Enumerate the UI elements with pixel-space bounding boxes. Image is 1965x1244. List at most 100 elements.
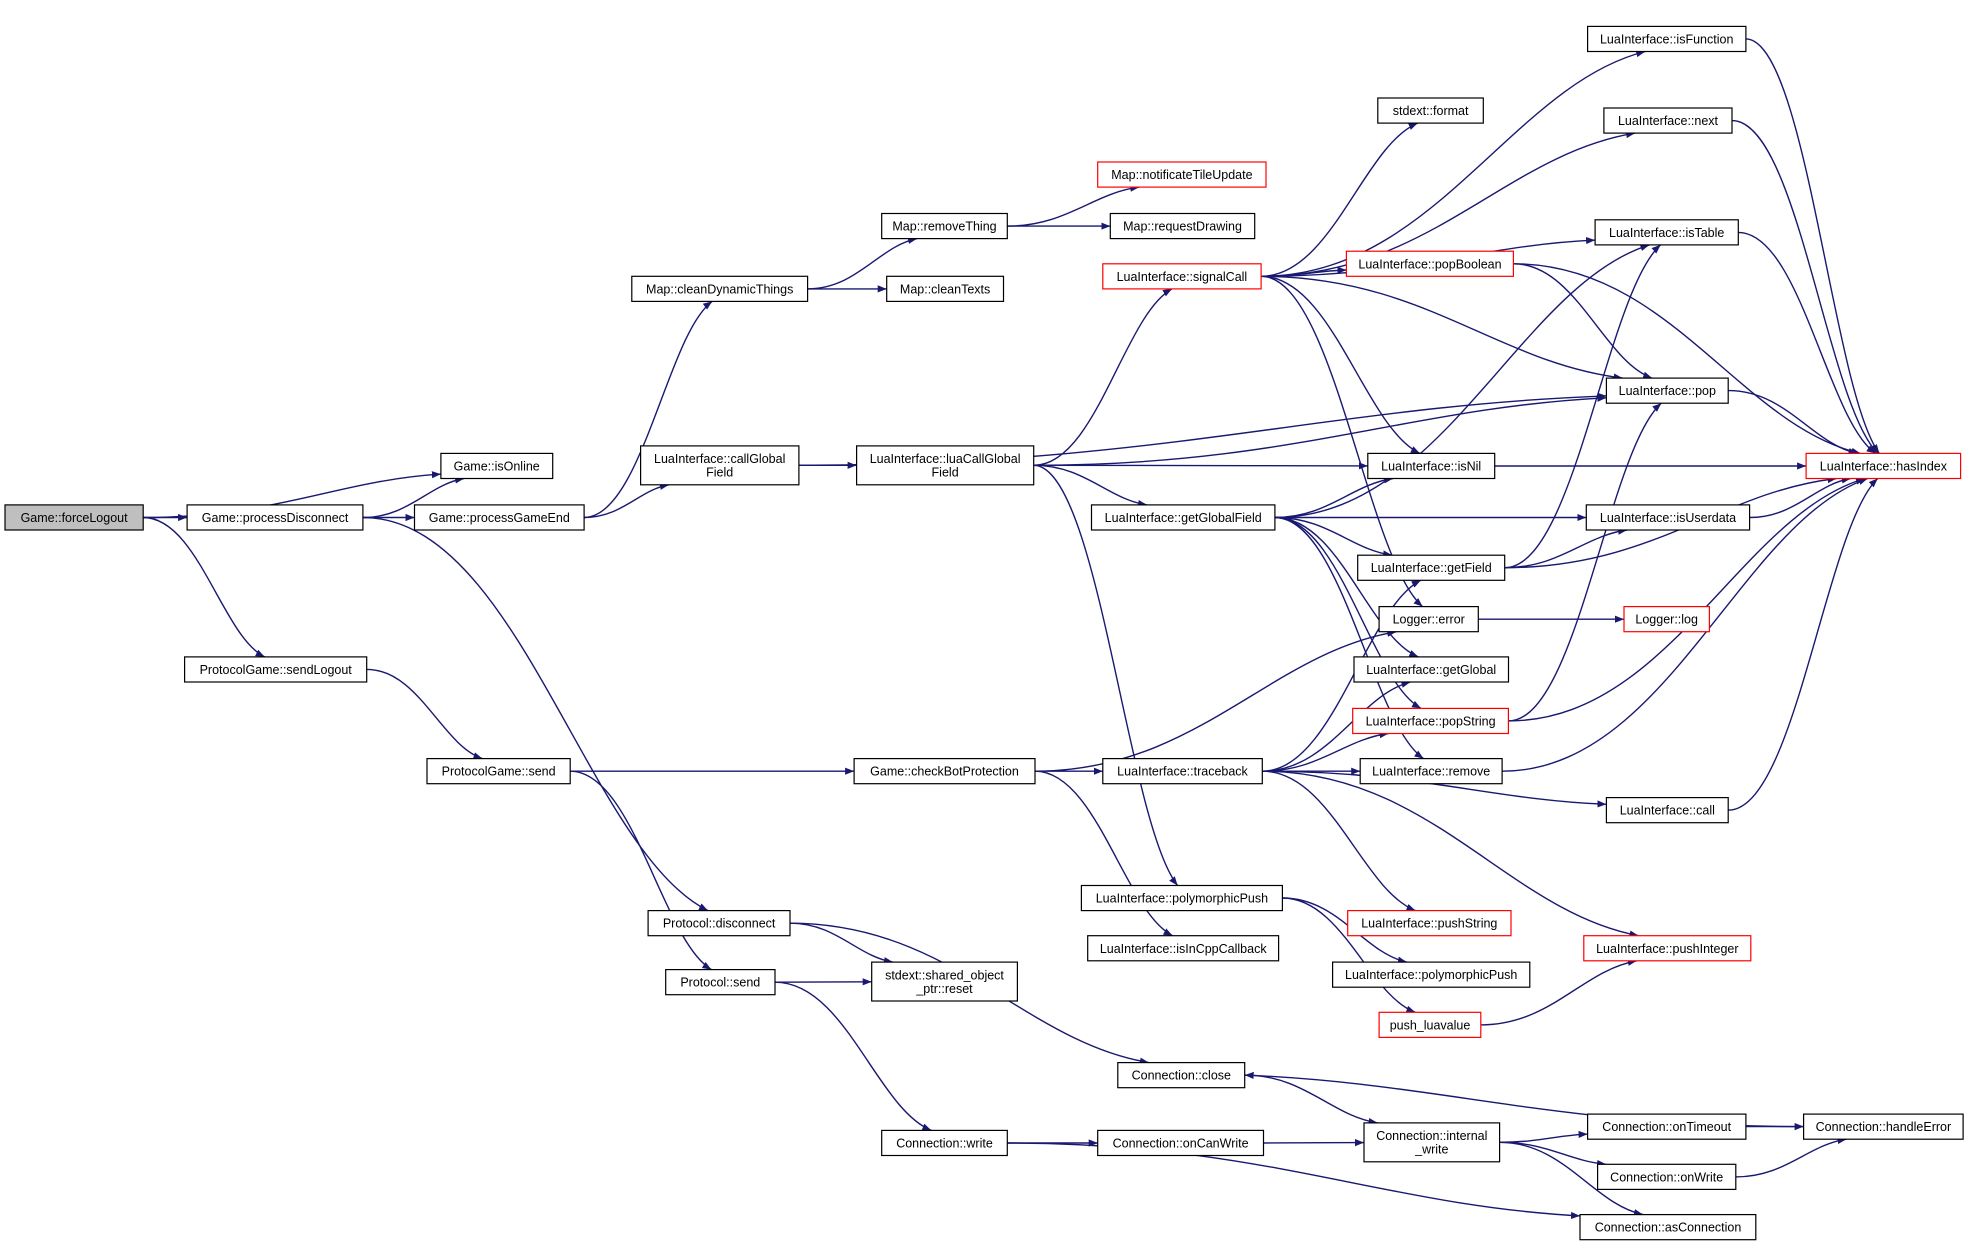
node-handleError[interactable]: Connection::handleError (1802, 1113, 1964, 1140)
edge-traceback-to-luaCall (1262, 770, 1607, 808)
node-removeThing[interactable]: Map::removeThing (881, 212, 1008, 240)
node-box (1357, 554, 1506, 581)
node-label: Map::requestDrawing (1123, 220, 1242, 234)
node-label: LuaInterface::getField (1371, 561, 1492, 575)
node-box (440, 452, 554, 480)
node-box (1080, 884, 1284, 912)
node-label: ProtocolGame::send (442, 765, 556, 779)
node-label: Connection::onCanWrite (1113, 1137, 1249, 1151)
node-sharedReset[interactable]: stdext::shared_object_ptr::reset (871, 961, 1019, 1002)
node-box (1603, 107, 1733, 134)
node-label: LuaInterface::call (1620, 804, 1715, 818)
edge-signalCall-to-isFunction (1260, 50, 1646, 277)
node-onCanWrite[interactable]: Connection::onCanWrite (1097, 1129, 1265, 1157)
node-label: Protocol::disconnect (663, 917, 776, 931)
node-box (639, 445, 800, 486)
edge-signalCall-to-luaNext (1260, 131, 1636, 277)
node-connClose[interactable]: Connection::close (1117, 1061, 1246, 1089)
node-isInCppCallback[interactable]: LuaInterface::isInCppCallback (1087, 935, 1280, 962)
node-cleanTexts[interactable]: Map::cleanTexts (886, 275, 1005, 302)
node-label: _ptr::reset (915, 982, 973, 996)
node-label: Game::processDisconnect (202, 511, 349, 525)
node-box (1378, 605, 1479, 633)
node-label: ProtocolGame::sendLogout (200, 663, 353, 677)
node-label: Game::checkBotProtection (870, 765, 1019, 779)
node-box (413, 504, 585, 531)
node-box (1605, 796, 1729, 824)
node-box (1090, 504, 1276, 531)
node-processGameEnd[interactable]: Game::processGameEnd (413, 504, 585, 531)
node-protoSend[interactable]: Protocol::send (665, 968, 776, 996)
node-box (886, 275, 1005, 302)
node-box (1097, 161, 1267, 188)
node-box (426, 757, 571, 785)
node-forceLogout[interactable]: Game::forceLogout (4, 504, 144, 531)
node-pushString[interactable]: LuaInterface::pushString (1347, 909, 1512, 937)
node-cleanDynamicThings[interactable]: Map::cleanDynamicThings (631, 275, 809, 302)
node-label: Map::cleanDynamicThings (646, 282, 793, 296)
node-label: LuaInterface::isFunction (1600, 32, 1733, 46)
node-luaNext[interactable]: LuaInterface::next (1603, 107, 1733, 134)
node-isFunction[interactable]: LuaInterface::isFunction (1586, 25, 1747, 53)
node-loggerError[interactable]: Logger::error (1378, 605, 1479, 633)
node-box (1347, 909, 1512, 937)
node-isOnline[interactable]: Game::isOnline (440, 452, 554, 480)
node-label: LuaInterface::popString (1366, 714, 1496, 728)
node-pushLuavalue[interactable]: push_luavalue (1378, 1011, 1482, 1038)
node-onTimeout[interactable]: Connection::onTimeout (1586, 1113, 1747, 1140)
node-luaRemove[interactable]: LuaInterface::remove (1359, 757, 1503, 785)
node-popString[interactable]: LuaInterface::popString (1352, 707, 1509, 735)
edge-sendLogout-to-pgSend (366, 668, 483, 760)
node-label: Connection::onWrite (1610, 1170, 1723, 1184)
node-loggerLog[interactable]: Logger::log (1623, 605, 1711, 633)
node-polymorphicPush2[interactable]: LuaInterface::polymorphicPush (1331, 961, 1531, 988)
node-polymorphicPush1[interactable]: LuaInterface::polymorphicPush (1080, 884, 1284, 912)
node-box (647, 909, 791, 937)
node-checkBotProtection[interactable]: Game::checkBotProtection (853, 757, 1036, 785)
node-pgSend[interactable]: ProtocolGame::send (426, 757, 571, 785)
node-connWrite[interactable]: Connection::write (881, 1129, 1008, 1157)
node-box (1087, 935, 1280, 962)
node-box (665, 968, 776, 996)
node-getField[interactable]: LuaInterface::getField (1357, 554, 1506, 581)
node-isUserdata[interactable]: LuaInterface::isUserdata (1585, 504, 1751, 531)
node-getGlobal[interactable]: LuaInterface::getGlobal (1353, 656, 1510, 683)
node-onWrite[interactable]: Connection::onWrite (1596, 1163, 1737, 1191)
node-label: LuaInterface::isTable (1609, 226, 1724, 240)
node-label: stdext::shared_object (885, 968, 1004, 982)
node-processDisconnect[interactable]: Game::processDisconnect (186, 504, 364, 531)
node-label: LuaInterface::polymorphicPush (1345, 968, 1517, 982)
edge-isTable-to-hasIndex (1738, 231, 1876, 454)
node-pushInteger[interactable]: LuaInterface::pushInteger (1583, 935, 1752, 962)
node-box (184, 656, 368, 683)
node-requestDrawing[interactable]: Map::requestDrawing (1109, 212, 1256, 240)
node-hasIndex[interactable]: LuaInterface::hasIndex (1805, 452, 1962, 480)
node-popBoolean[interactable]: LuaInterface::popBoolean (1345, 250, 1515, 277)
node-traceback[interactable]: LuaInterface::traceback (1102, 757, 1263, 785)
edge-removeThing-to-notificateTileUpdate (1007, 184, 1140, 227)
node-label: LuaInterface::getGlobalField (1105, 511, 1262, 525)
node-box (1363, 1122, 1501, 1163)
node-label: Map::cleanTexts (900, 282, 990, 296)
node-getGlobalField[interactable]: LuaInterface::getGlobalField (1090, 504, 1276, 531)
node-luaPop[interactable]: LuaInterface::pop (1605, 377, 1729, 404)
node-asConnection[interactable]: Connection::asConnection (1579, 1213, 1757, 1241)
node-protoDisconnect[interactable]: Protocol::disconnect (647, 909, 791, 937)
node-internalWrite[interactable]: Connection::internal_write (1363, 1122, 1501, 1163)
edge-processDisconnect-to-protoDisconnect (362, 516, 709, 912)
edge-getGlobalField-to-getGlobal (1274, 516, 1419, 658)
node-stdextFormat[interactable]: stdext::format (1377, 97, 1484, 124)
node-sendLogout[interactable]: ProtocolGame::sendLogout (184, 656, 368, 683)
node-box (1102, 757, 1263, 785)
node-isNil[interactable]: LuaInterface::isNil (1367, 452, 1496, 480)
node-box (1109, 212, 1256, 240)
node-label: LuaInterface::remove (1372, 765, 1490, 779)
edge-signalCall-to-isNil (1260, 275, 1421, 455)
node-isTable[interactable]: LuaInterface::isTable (1594, 219, 1739, 246)
node-luaCall[interactable]: LuaInterface::call (1605, 796, 1729, 824)
node-signalCall[interactable]: LuaInterface::signalCall (1102, 263, 1262, 290)
node-notificateTileUpdate[interactable]: Map::notificateTileUpdate (1097, 161, 1267, 188)
